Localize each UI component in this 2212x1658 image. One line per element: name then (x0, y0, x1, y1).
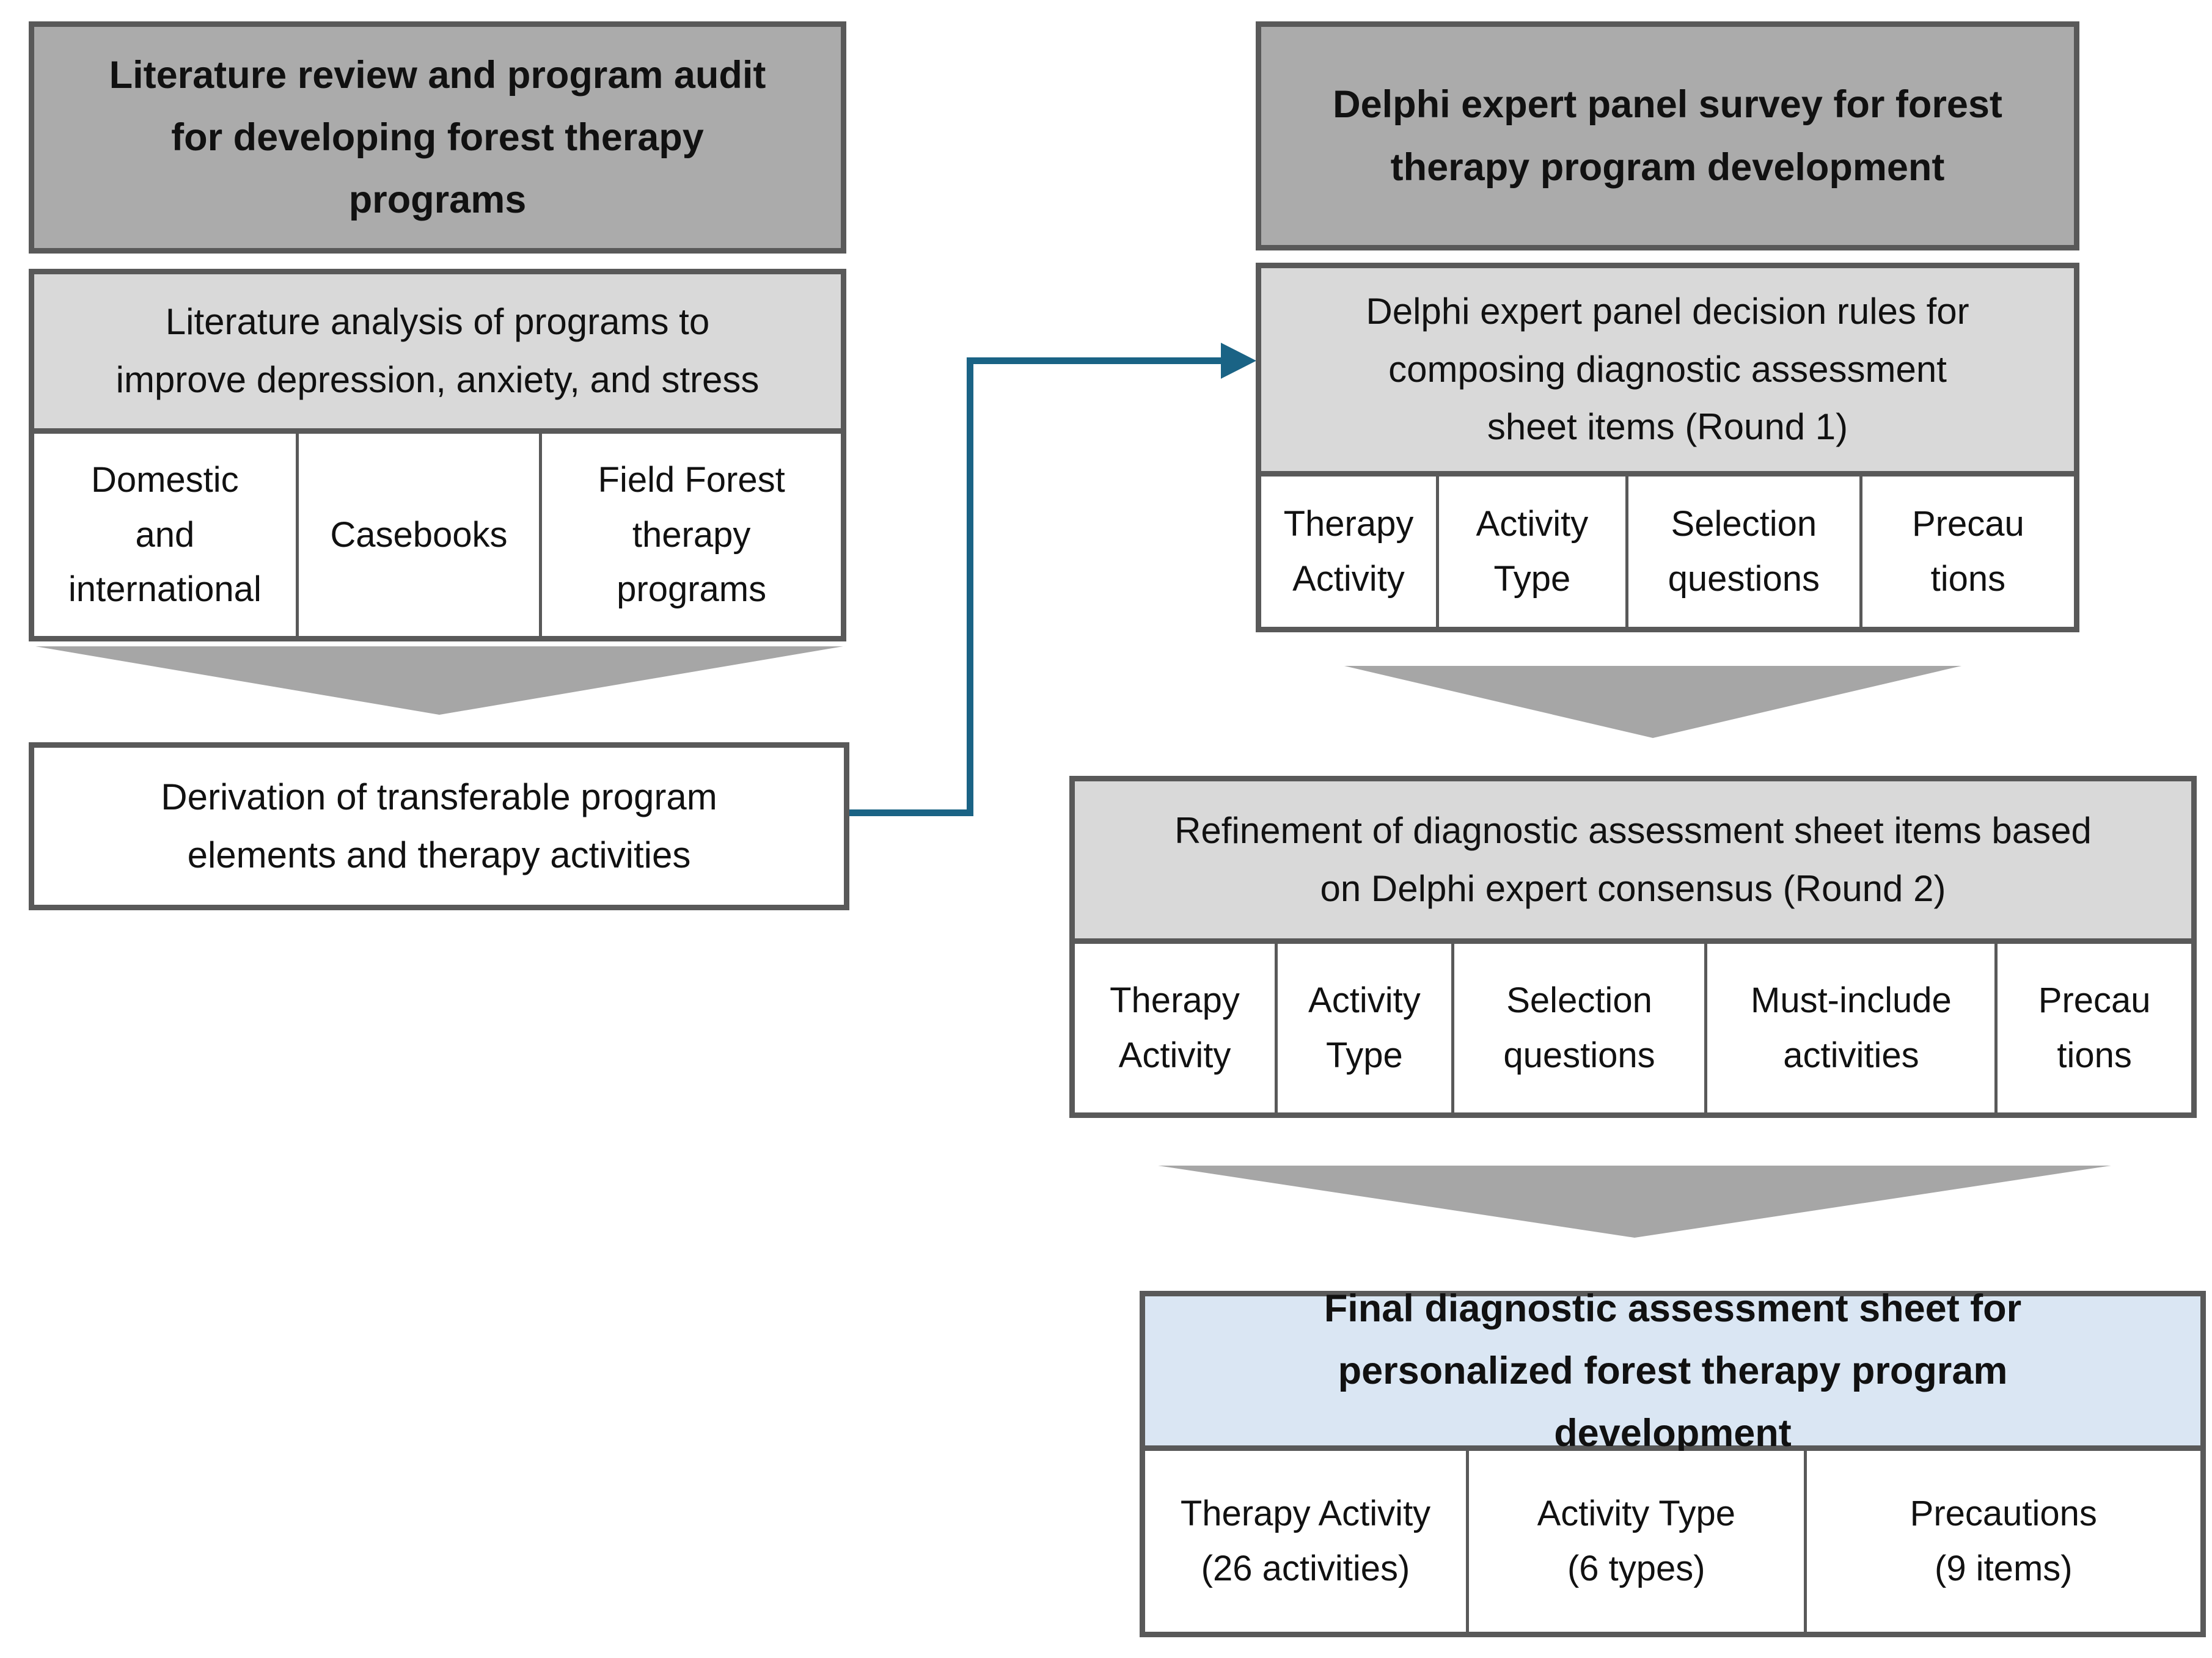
final-sheet-title: Final diagnostic assessment sheet for pe… (1145, 1287, 2200, 1455)
final-sheet-cells: Therapy Activity (26 activities) Activit… (1145, 1451, 2200, 1632)
connector-segment-vertical (967, 357, 973, 816)
round1-cell-activity-type: Activity Type (1435, 477, 1625, 627)
round2-cell-selection-questions: Selection questions (1451, 944, 1705, 1112)
final-sheet-panel: Final diagnostic assessment sheet for pe… (1140, 1287, 2206, 1637)
refinement-round2-panel: Refinement of diagnostic assessment shee… (1069, 776, 2197, 1118)
connector-segment-top (967, 357, 1222, 364)
final-cell-precautions: Precautions (9 items) (1803, 1451, 2200, 1632)
round1-cell-therapy-activity: Therapy Activity (1261, 477, 1436, 627)
derivation-box: Derivation of transferable program eleme… (29, 742, 849, 910)
literature-analysis-title: Literature analysis of programs to impro… (34, 274, 841, 434)
round2-cell-must-include-activities: Must-include activities (1704, 944, 1995, 1112)
down-arrow-icon (35, 646, 843, 715)
literature-analysis-cells: Domestic and international Casebooks Fie… (34, 434, 841, 636)
refinement-round2-cells: Therapy Activity Activity Type Selection… (1075, 944, 2191, 1112)
final-cell-activity-type: Activity Type (6 types) (1466, 1451, 1804, 1632)
analysis-cell-domestic-international: Domestic and international (34, 434, 296, 636)
delphi-survey-header-box: Delphi expert panel survey for forest th… (1256, 21, 2079, 250)
delphi-round1-panel: Delphi expert panel decision rules for c… (1256, 263, 2079, 632)
round1-cell-selection-questions: Selection questions (1625, 477, 1859, 627)
analysis-cell-casebooks: Casebooks (295, 434, 540, 636)
down-arrow-icon (1158, 1166, 2111, 1238)
round1-cell-precautions: Precau tions (1859, 477, 2074, 627)
literature-review-header-box: Literature review and program audit for … (29, 21, 846, 254)
down-arrow-icon (1344, 666, 1961, 738)
round2-cell-therapy-activity: Therapy Activity (1075, 944, 1275, 1112)
final-cell-therapy-activity: Therapy Activity (26 activities) (1145, 1451, 1466, 1632)
delphi-round1-cells: Therapy Activity Activity Type Selection… (1261, 477, 2074, 627)
round2-cell-activity-type: Activity Type (1275, 944, 1451, 1112)
literature-analysis-panel: Literature analysis of programs to impro… (29, 269, 846, 641)
connector-segment-bottom (849, 809, 973, 816)
analysis-cell-field-forest-programs: Field Forest therapy programs (539, 434, 841, 636)
delphi-round1-title: Delphi expert panel decision rules for c… (1261, 268, 2074, 477)
connector-arrowhead-icon (1221, 343, 1256, 379)
refinement-round2-title: Refinement of diagnostic assessment shee… (1075, 781, 2191, 944)
round2-cell-precautions: Precau tions (1994, 944, 2191, 1112)
